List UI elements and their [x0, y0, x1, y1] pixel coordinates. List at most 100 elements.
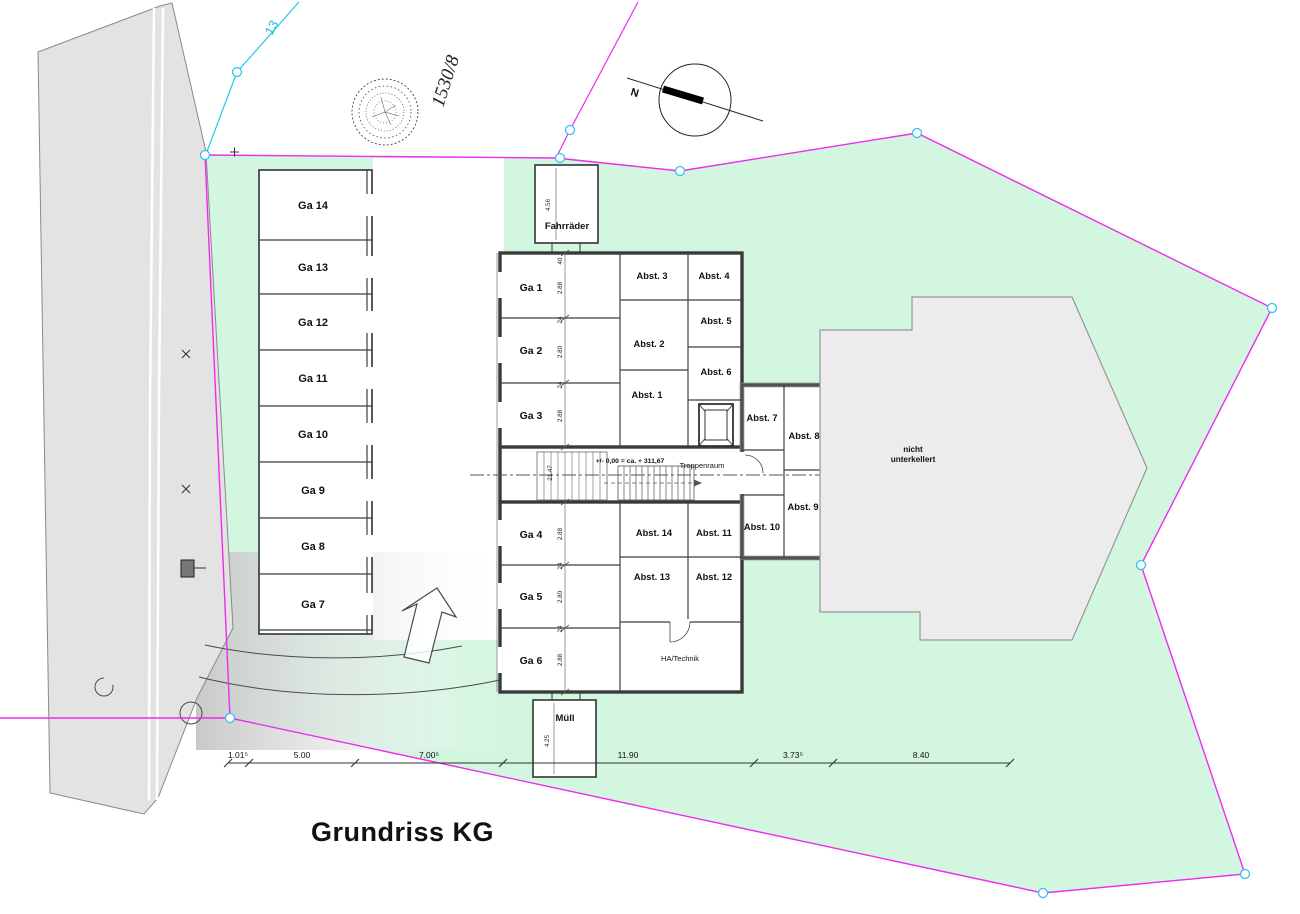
dim-chain-3: 11.90 — [618, 750, 639, 760]
site-boundary — [0, 1, 1273, 894]
room-label-abst3: Abst. 3 — [637, 271, 668, 281]
turning-circle — [179, 701, 203, 725]
dim-u5: 2.88 — [557, 409, 564, 422]
boundary-marker — [231, 66, 243, 78]
boundary-markers — [199, 66, 1278, 899]
drawing-title: Grundriss KG — [311, 817, 494, 847]
building-dim-lines — [496, 249, 570, 696]
garage-strip-outline — [258, 169, 373, 635]
boundary-marker — [911, 127, 923, 139]
boundary-polygon — [204, 132, 1273, 894]
room-label-abst6: Abst. 6 — [701, 367, 732, 377]
dim-l3: 24 — [557, 625, 564, 632]
dim-trash-depth: 4.25 — [544, 734, 551, 747]
boundary-marker — [554, 152, 566, 164]
room-label-ga9: Ga 9 — [301, 485, 325, 497]
boundary-marker — [1239, 868, 1251, 880]
elevator-shaft — [698, 403, 734, 447]
dim-u3: 2.80 — [557, 345, 564, 358]
turning-spiral — [94, 677, 114, 697]
room-label-abst8: Abst. 8 — [789, 431, 820, 441]
dim-l2: 2.80 — [557, 590, 564, 603]
room-label-abst2: Abst. 2 — [634, 339, 665, 349]
dim-l0: 2.88 — [557, 527, 564, 540]
door-openings — [496, 272, 764, 673]
dim-u4: 24 — [557, 381, 564, 388]
room-label-abst13: Abst. 13 — [634, 572, 670, 582]
dim-chain-0: 1.01⁵ — [228, 750, 248, 760]
dim-building-depth: 21.47 — [547, 465, 554, 481]
boundary-marker — [199, 149, 211, 161]
road-marking-left — [147, 7, 156, 801]
road-surface — [37, 2, 234, 815]
road-marking-right — [155, 7, 165, 801]
room-label-ga10: Ga 10 — [298, 429, 328, 441]
stair-flight — [604, 465, 702, 501]
boundary-marker — [674, 165, 686, 177]
gate-marker — [180, 559, 195, 578]
dim-u1: 2.88 — [557, 281, 564, 294]
boundary-ext-1 — [569, 1, 639, 131]
north-circle — [658, 63, 732, 137]
driveway-guides — [94, 587, 501, 725]
right-building-outline — [819, 296, 1148, 641]
boundary-marker — [1037, 887, 1049, 899]
room-label-tech: HA/Technik — [661, 654, 699, 663]
no-basement-label-2: unterkellert — [891, 455, 936, 464]
room-label-abst11: Abst. 11 — [696, 528, 732, 538]
room-label-ga3: Ga 3 — [520, 410, 543, 422]
upper-partitions — [500, 253, 742, 447]
main-building: Ga 1 Ga 2 Ga 3 Ga 4 Ga 5 Ga 6 Abst. 3 Ab… — [470, 249, 858, 696]
level-note: +/- 0,00 = ca. + 311,67 — [596, 458, 665, 465]
north-letter: N — [629, 86, 640, 100]
garage-strip-door-gaps — [365, 194, 373, 615]
room-label-ga11: Ga 11 — [298, 373, 327, 385]
stair-ramp-west — [536, 451, 608, 501]
room-label-abst7: Abst. 7 — [747, 413, 778, 423]
right-building: nicht unterkellert — [819, 296, 1148, 641]
boundary-marker — [1266, 302, 1278, 314]
room-label-ga6: Ga 6 — [520, 655, 543, 667]
room-label-abst12: Abst. 12 — [696, 572, 732, 582]
room-label-ga14: Ga 14 — [298, 200, 329, 212]
dim-chain-1: 5.00 — [294, 750, 311, 760]
dim-chain-5: 8.40 — [913, 750, 930, 760]
room-label-abst14: Abst. 14 — [636, 528, 673, 538]
annex-outline — [739, 382, 833, 561]
north-bar — [661, 85, 705, 105]
boundary-marker — [564, 124, 576, 136]
dimension-chain: 1.01⁵ 5.00 7.00⁵ 11.90 3.73⁵ 8.40 — [223, 750, 1015, 768]
dim-l4: 2.88 — [557, 653, 564, 666]
room-label-abst1: Abst. 1 — [632, 390, 663, 400]
room-label-abst5: Abst. 5 — [701, 316, 732, 326]
room-label-trash: Müll — [556, 713, 575, 724]
room-label-ga1: Ga 1 — [520, 282, 543, 294]
room-label-ga13: Ga 13 — [298, 262, 328, 274]
utility-line-cyan — [205, 1, 300, 155]
drive-direction-arrow — [401, 587, 458, 664]
survey-plus — [230, 147, 239, 157]
room-label-ga7: Ga 7 — [301, 599, 325, 611]
room-label-stairwell: Treppenraum — [680, 461, 725, 470]
survey-cross-2 — [181, 484, 191, 494]
survey-cross-1 — [181, 349, 191, 359]
room-label-ga8: Ga 8 — [301, 541, 325, 553]
trash-room: Müll 4.25 — [532, 692, 597, 778]
tree-symbol — [351, 78, 419, 146]
dim-l1: 24 — [557, 562, 564, 569]
north-arrow: N — [626, 63, 764, 137]
room-label-ga12: Ga 12 — [298, 317, 328, 329]
dim-bikes-depth: 4.56 — [545, 198, 552, 211]
room-label-abst9: Abst. 9 — [788, 502, 819, 512]
boundary-marker — [1135, 559, 1147, 571]
room-label-ga2: Ga 2 — [520, 345, 543, 357]
room-label-abst10: Abst. 10 — [744, 522, 780, 532]
turning-curve-2 — [198, 676, 501, 696]
dim-chain-2: 7.00⁵ — [419, 750, 439, 760]
left-garage-block: Ga 14 Ga 13 Ga 12 Ga 11 Ga 10 Ga 9 Ga 8 … — [258, 169, 373, 635]
parcel-number: 1530/8 — [428, 52, 464, 109]
dim-chain-4: 3.73⁵ — [783, 750, 803, 760]
road — [37, 2, 234, 815]
room-label-abst4: Abst. 4 — [699, 271, 731, 281]
